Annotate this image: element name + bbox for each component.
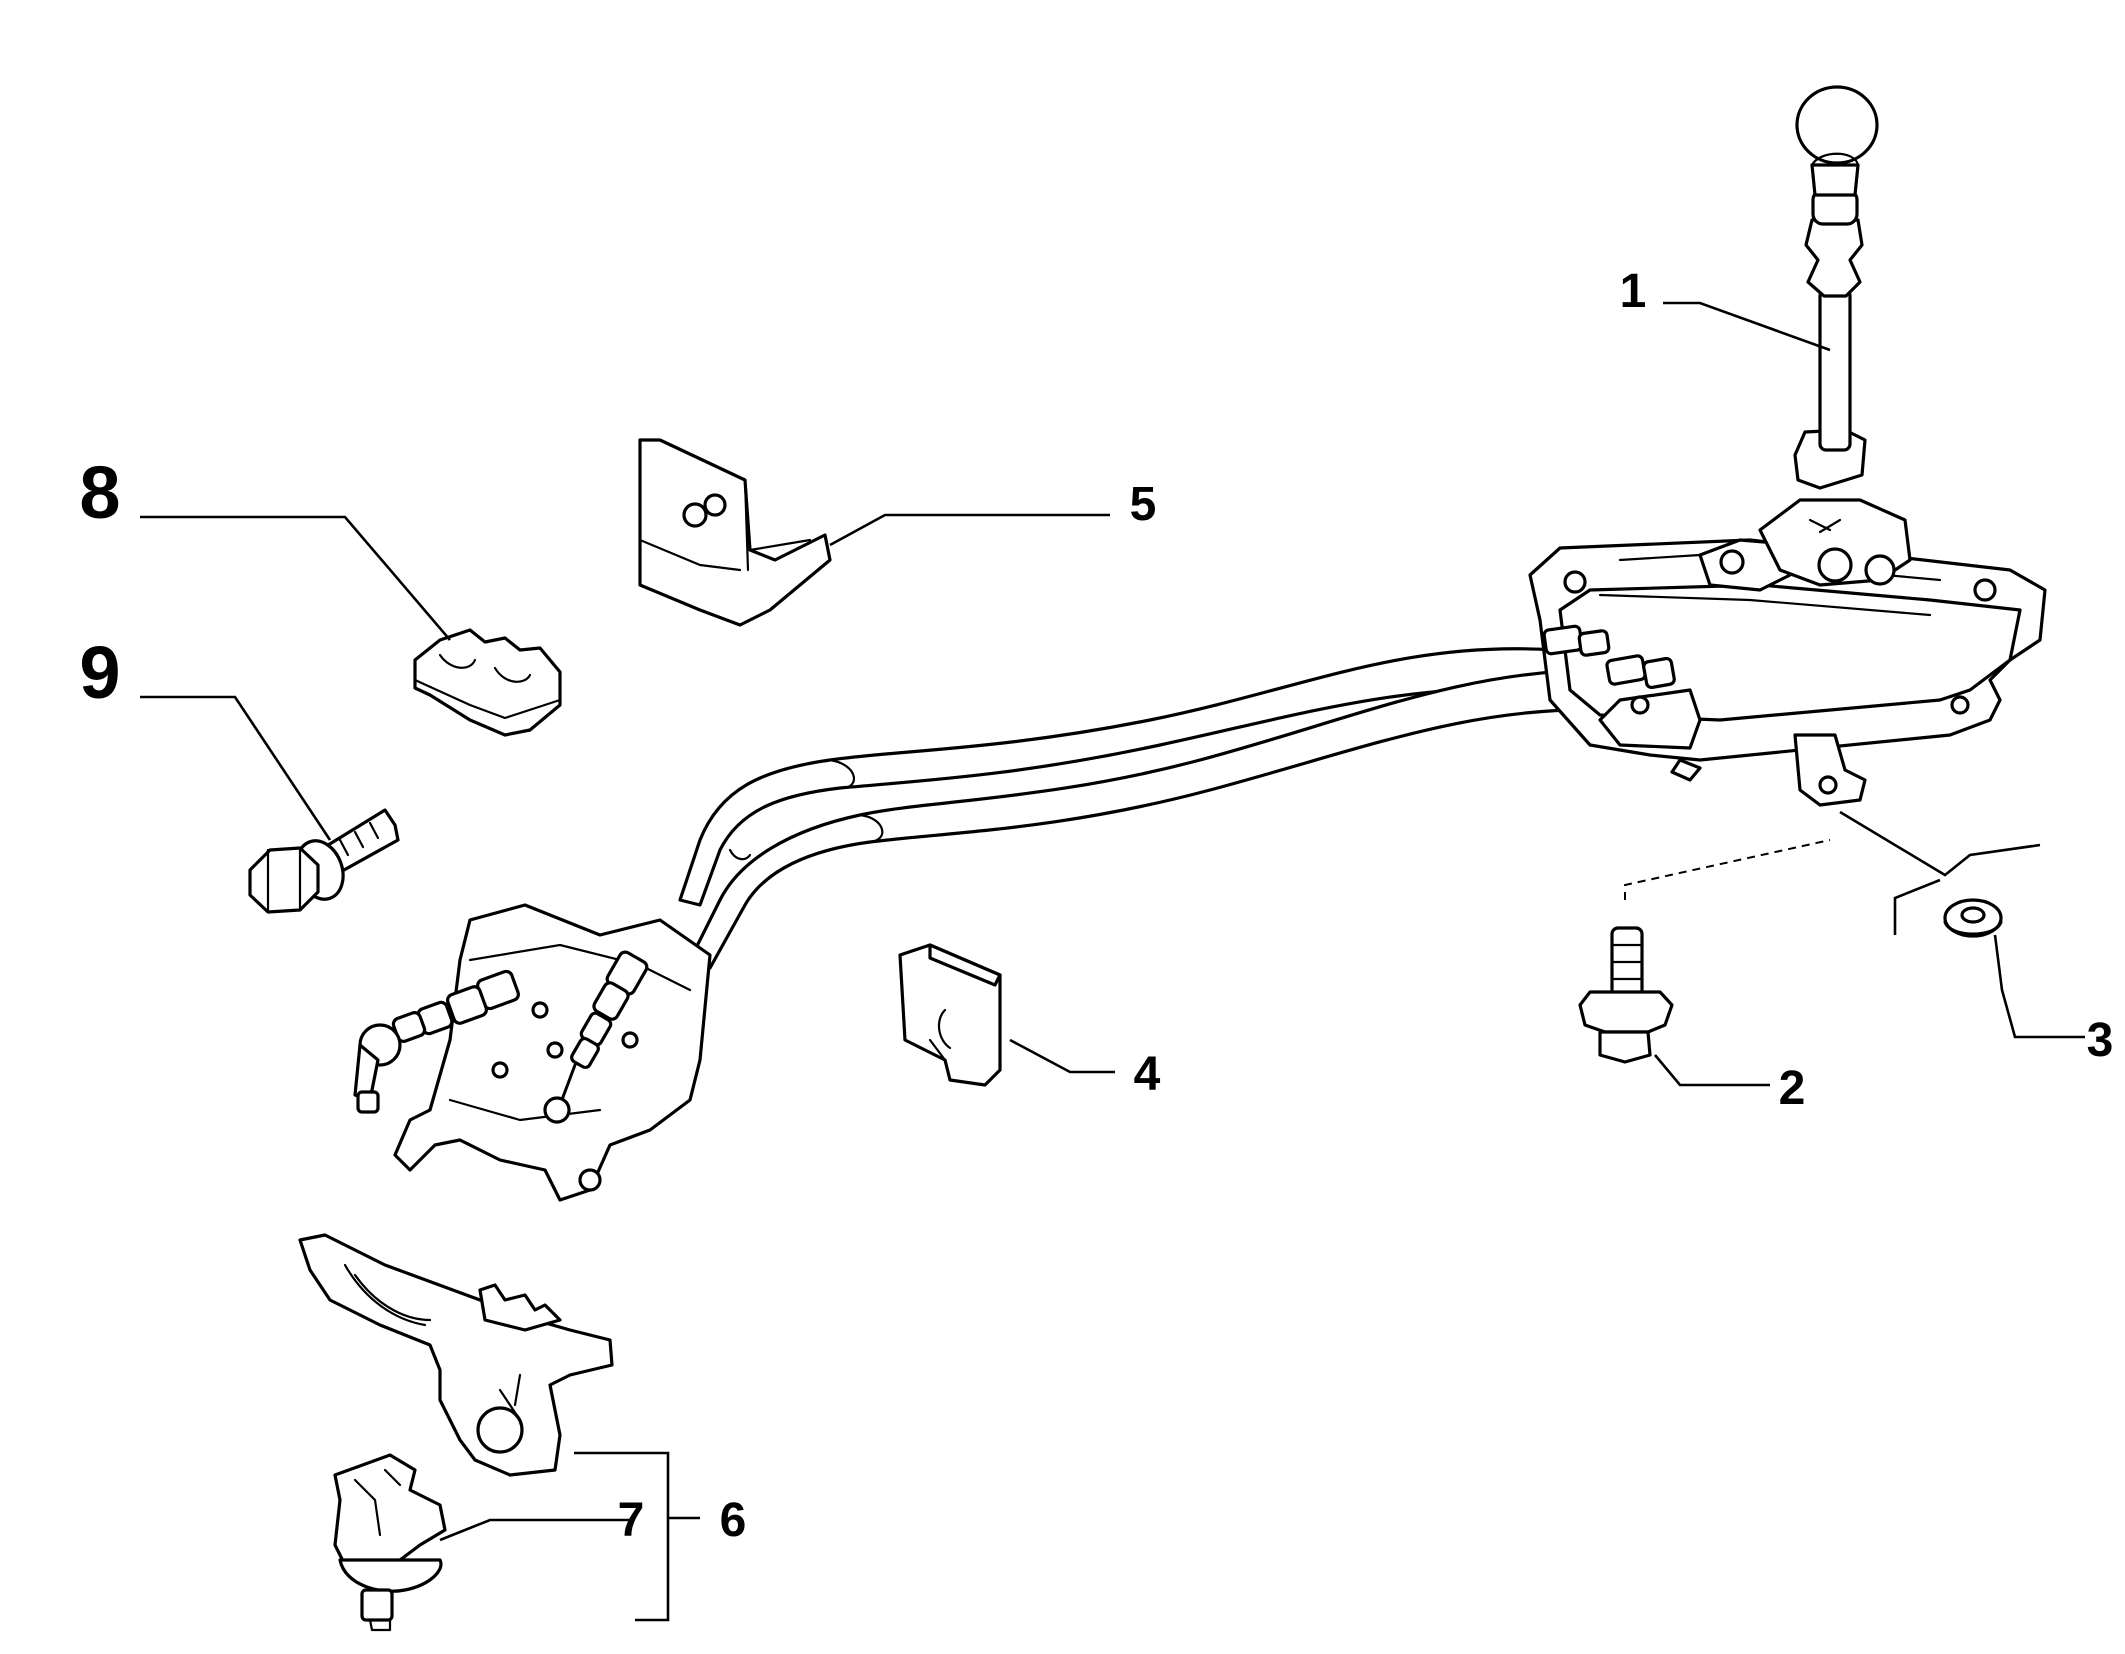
- callout-5: 5: [1130, 478, 1157, 531]
- cable-end-rod-2: [543, 950, 649, 1192]
- callout-9: 9: [79, 631, 120, 714]
- cable-end-rod-1: [353, 969, 520, 1114]
- transmission-cable-bracket: [353, 903, 712, 1202]
- shift-cables: [678, 647, 1612, 970]
- callout-2: 2: [1779, 1062, 1806, 1115]
- callout-6: 6: [720, 1494, 747, 1547]
- part-7-clip: [333, 1453, 447, 1632]
- part-2-bolt: [1578, 839, 1831, 1064]
- callout-4: 4: [1134, 1048, 1161, 1101]
- part-5-bracket: [638, 438, 832, 627]
- leader-8: [140, 515, 451, 641]
- part-6-support-bracket: [298, 1233, 614, 1477]
- gear-lever: [1793, 85, 1879, 490]
- leader-5: [829, 513, 1110, 547]
- callout-1: 1: [1620, 265, 1647, 318]
- callout-8: 8: [79, 451, 120, 534]
- gear-lever-assembly: [678, 85, 2047, 970]
- leader-2: [1654, 1054, 1770, 1087]
- leader-9: [140, 695, 332, 841]
- callout-3: 3: [2087, 1014, 2114, 1067]
- part-3-washer: [1839, 810, 2041, 938]
- leader-7: [439, 1518, 630, 1542]
- leader-6-bracket: [574, 1451, 670, 1622]
- leader-3: [1993, 934, 2085, 1039]
- callout-labels: 1 2 3 4 5 6 7 8 9: [79, 265, 2113, 1547]
- part-9-bolt: [248, 808, 400, 914]
- part-8-double-clip: [413, 628, 562, 737]
- leader-lines: [140, 301, 2085, 1622]
- callout-7: 7: [618, 1494, 645, 1547]
- leader-4: [1009, 1038, 1115, 1074]
- leader-1: [1663, 301, 1831, 352]
- lever-housing: [1528, 498, 2047, 807]
- part-4-clip: [898, 943, 1002, 1087]
